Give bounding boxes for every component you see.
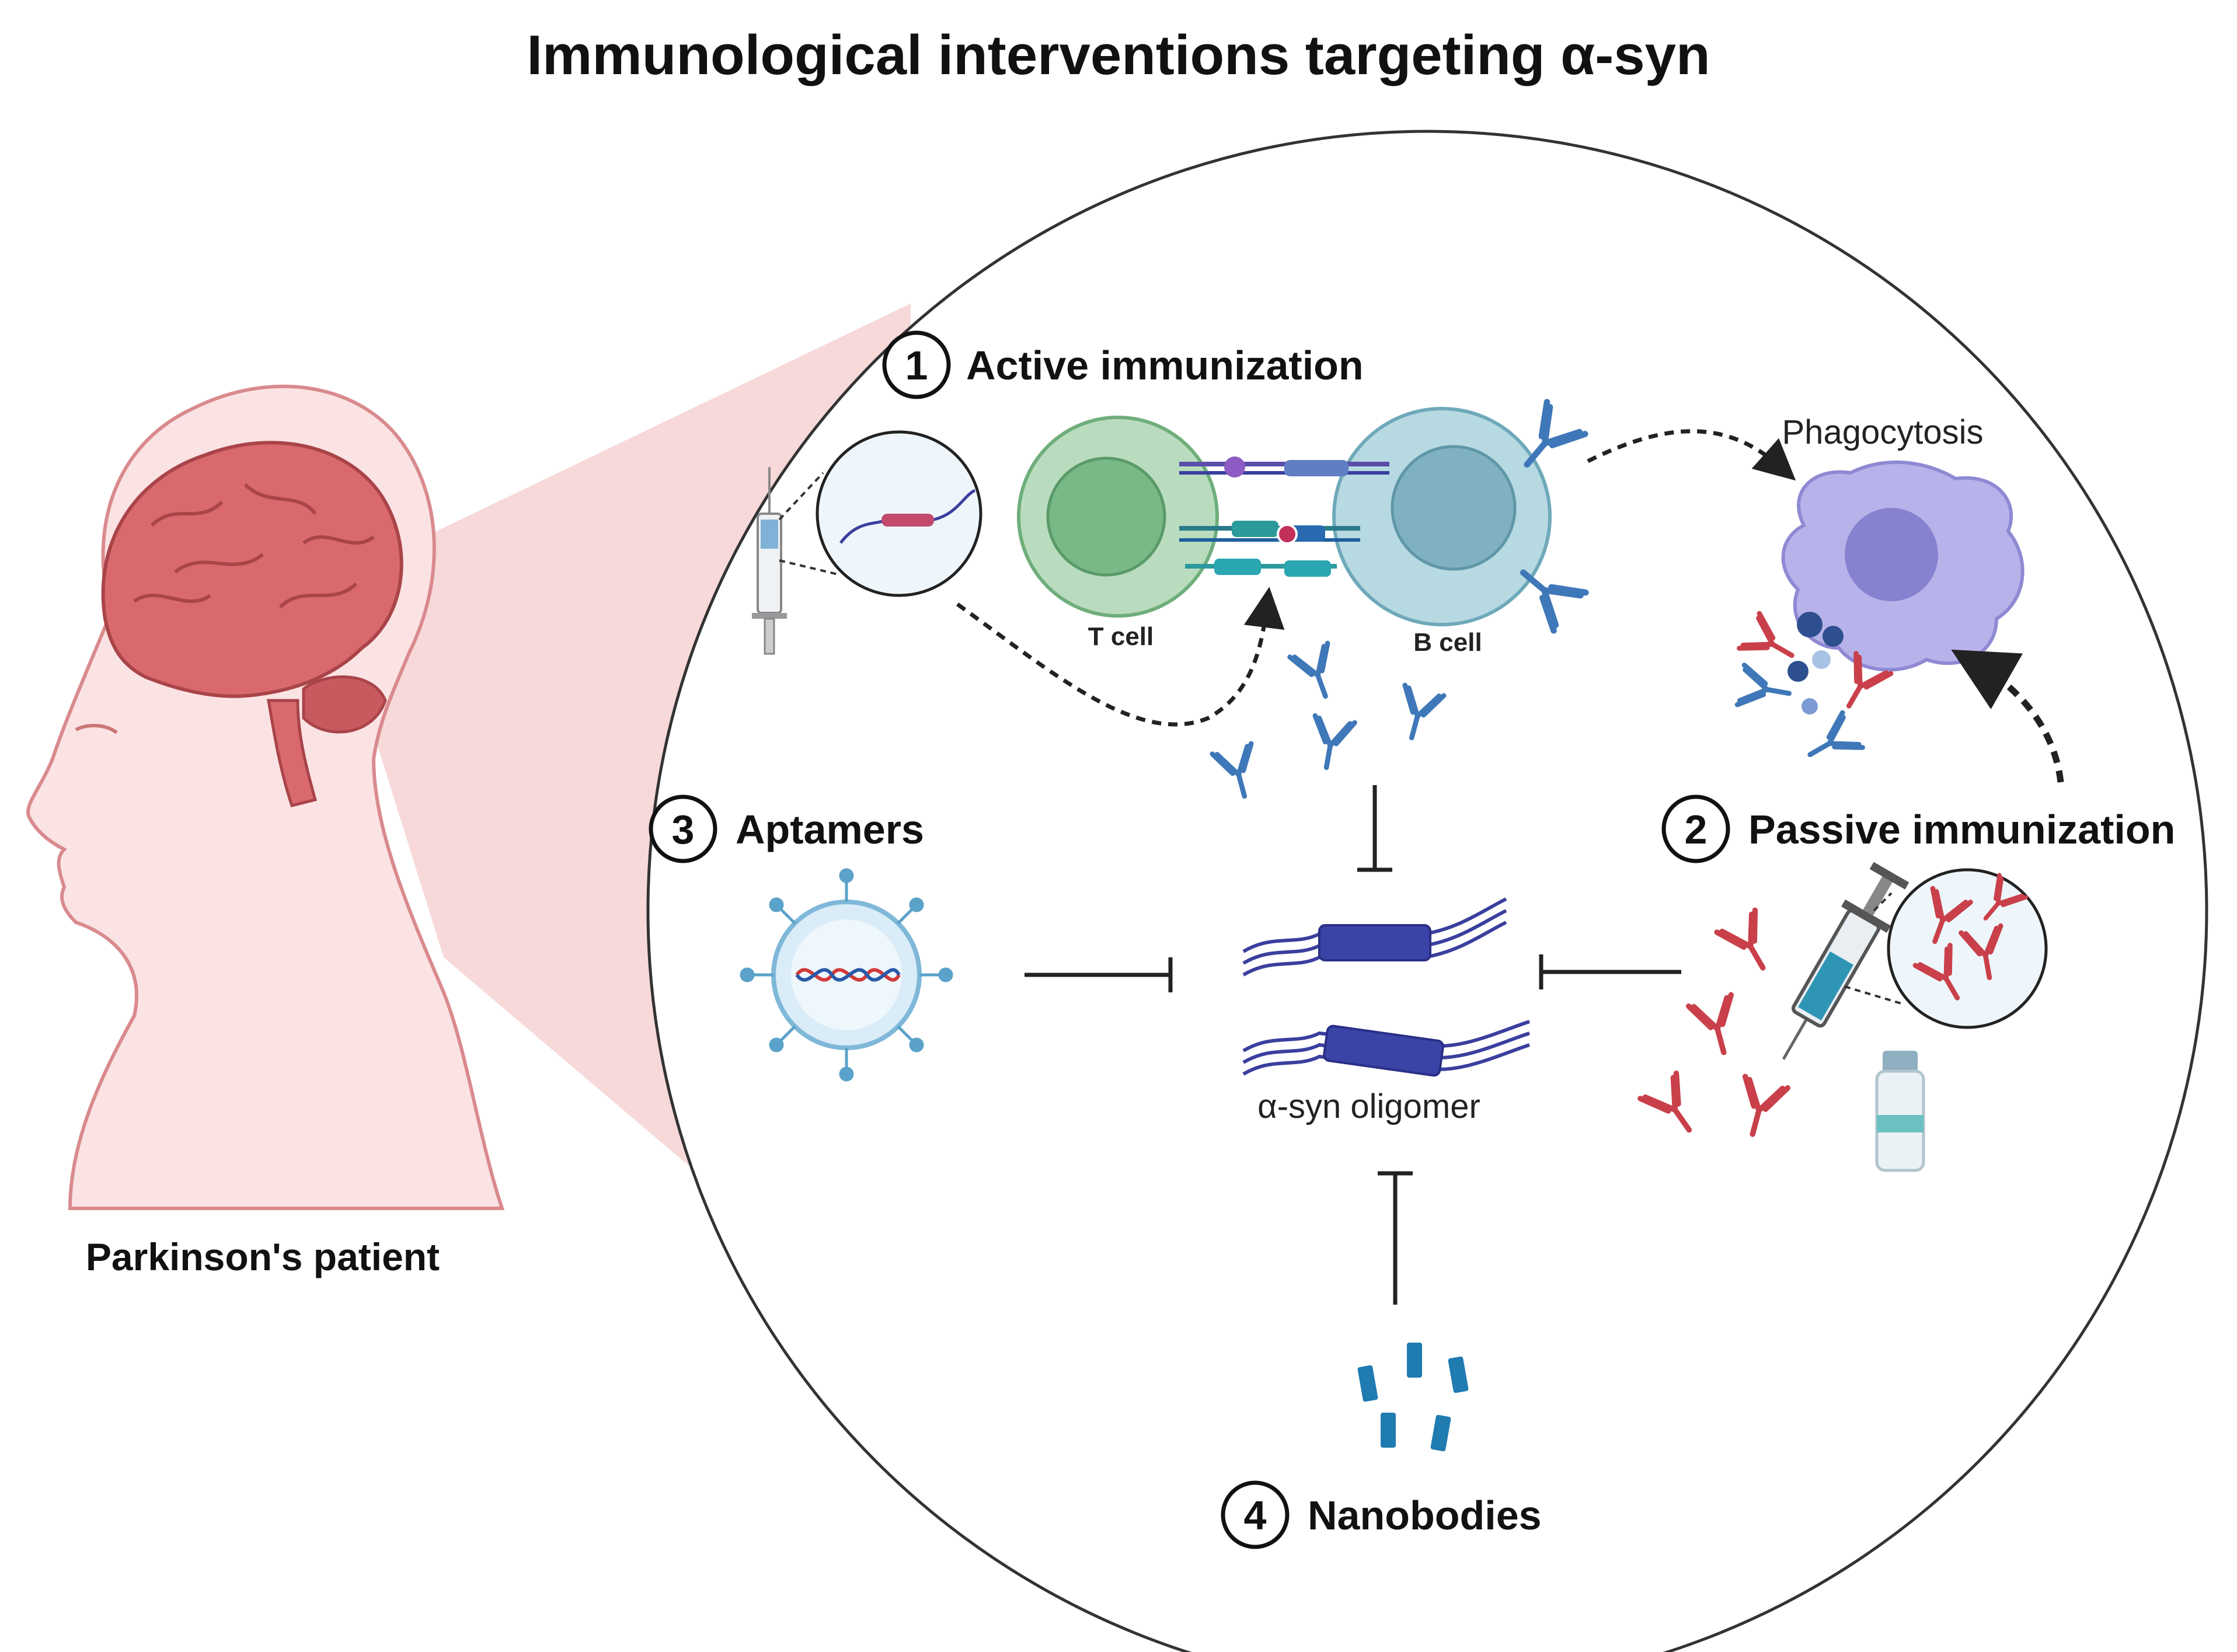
macrophage-nucleus — [1845, 508, 1938, 601]
aptamer-vesicle-icon — [740, 868, 953, 1082]
arrow-icon — [1951, 649, 2064, 783]
tcr-mhc-synapse — [1179, 456, 1389, 577]
oligomer-label: α-syn oligomer — [1257, 1088, 1480, 1125]
antigen-epitope — [881, 514, 934, 527]
section-3-badge — [649, 794, 717, 863]
section-1-label: Active immunization — [966, 343, 1364, 388]
section-4-number: 4 — [1244, 1493, 1267, 1538]
antibody-zoom-circle — [1887, 868, 2048, 1029]
arrow-icon — [1587, 429, 1796, 481]
section-3-number: 3 — [672, 807, 695, 852]
brain-icon — [101, 441, 403, 698]
arrow-icon — [956, 587, 1285, 727]
t-cell-label: T cell — [1088, 622, 1154, 651]
syringe-icon — [752, 467, 787, 655]
patient-label: Parkinson's patient — [85, 1235, 440, 1278]
cerebellum — [302, 675, 387, 734]
inhibition-icon — [1539, 954, 1681, 989]
inhibition-icon — [1025, 957, 1173, 992]
brain-folds — [133, 483, 375, 609]
phagocytosis-label: Phagocytosis — [1782, 413, 1984, 451]
eye — [75, 724, 118, 734]
section-1-badge — [882, 330, 951, 399]
patient-figure — [26, 384, 505, 1210]
section-2-label: Passive immunization — [1748, 807, 2175, 852]
inhibition-icon — [1357, 785, 1392, 872]
syringe-icon — [1782, 862, 1910, 1060]
brainstem — [267, 699, 318, 807]
b-cell-icon — [1332, 407, 1552, 626]
b-cell-label: B cell — [1413, 628, 1482, 657]
figure-title: Immunological interventions targeting α-… — [527, 24, 1710, 86]
section-2-badge — [1661, 794, 1730, 863]
section-2-number: 2 — [1685, 807, 1708, 852]
section-3-label: Aptamers — [736, 807, 924, 852]
nanobody-icon — [1357, 1343, 1469, 1452]
oligomer-icon — [1242, 897, 1530, 1077]
section-4-label: Nanobodies — [1308, 1493, 1542, 1538]
t-cell-icon — [1017, 416, 1219, 618]
section-1-number: 1 — [905, 343, 928, 388]
inhibition-icon — [1378, 1171, 1413, 1305]
section-4-badge — [1221, 1480, 1290, 1549]
vial-icon — [1875, 1051, 1925, 1172]
